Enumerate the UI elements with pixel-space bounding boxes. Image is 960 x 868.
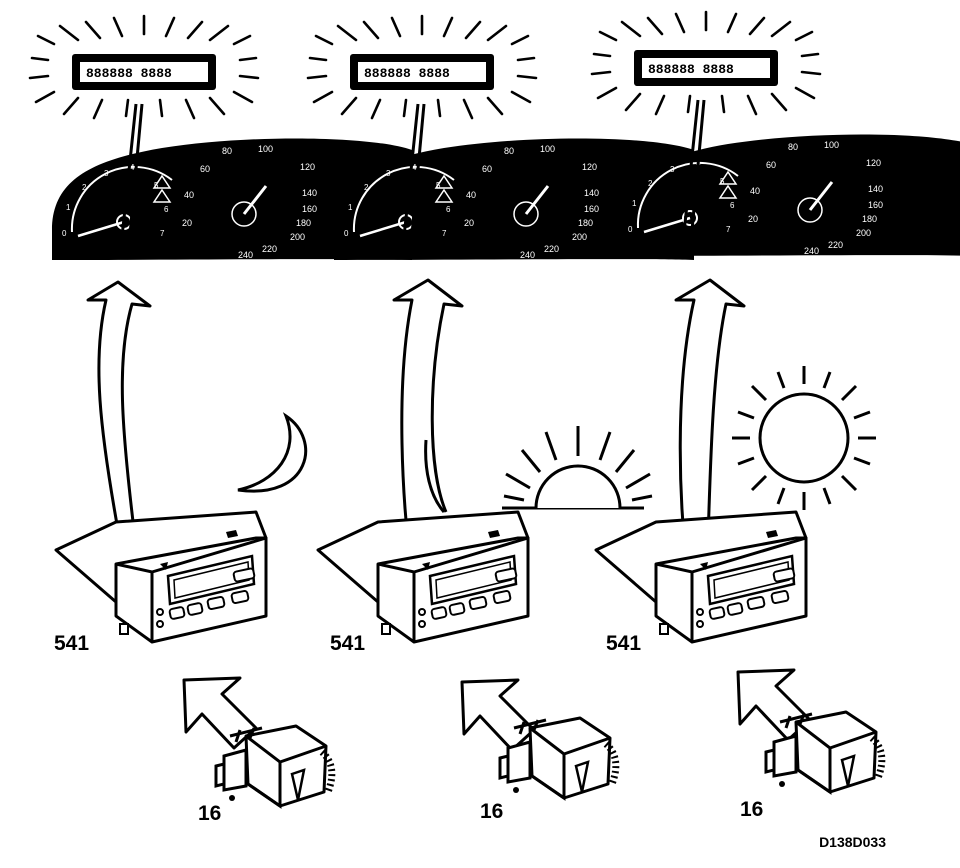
odometer-display (72, 54, 216, 90)
display-unit-label: 541 (606, 632, 642, 655)
sun-icon (732, 366, 876, 510)
panel-night (28, 14, 414, 806)
flow-arrow (86, 280, 152, 531)
display-unit-label: 541 (54, 632, 90, 655)
odometer-display (634, 50, 778, 86)
flow-arrow (424, 439, 446, 513)
figure-reference: D138D033 (819, 834, 886, 850)
panel-dusk (306, 14, 696, 798)
pointer-line (400, 103, 426, 257)
moon-icon (237, 412, 308, 493)
display-unit (54, 510, 268, 644)
panel-day (590, 10, 960, 792)
pointer-line (118, 103, 144, 257)
sunset-icon (502, 426, 653, 510)
switch-label: 16 (740, 798, 764, 821)
display-unit (594, 510, 808, 644)
switch-label: 16 (198, 802, 222, 825)
pointer-line (680, 99, 706, 253)
display-unit-label: 541 (330, 632, 366, 655)
display-unit (316, 510, 530, 644)
block-arrow (460, 678, 536, 752)
switch-label: 16 (480, 800, 504, 823)
odometer-display (350, 54, 494, 90)
